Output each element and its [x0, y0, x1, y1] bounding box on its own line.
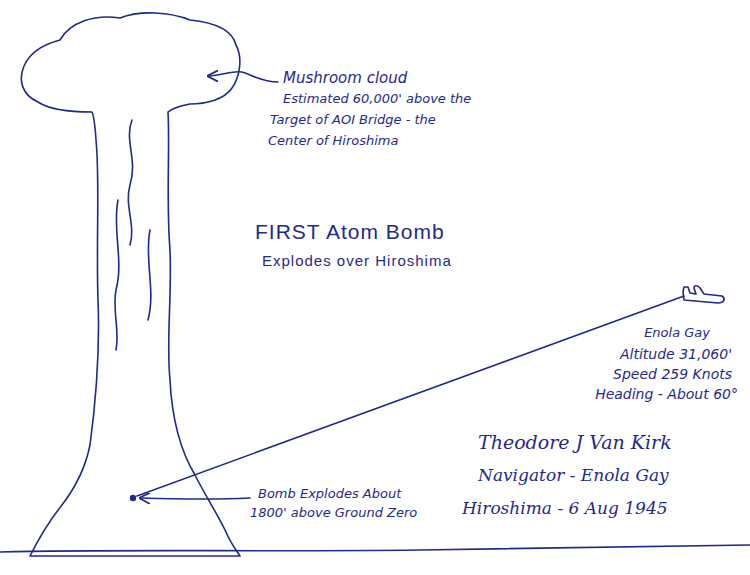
signature: Navigator - Enola Gay: [478, 466, 669, 486]
ground-line: [0, 545, 750, 552]
cloud-leader: [208, 72, 278, 82]
cloud-streak: [148, 230, 151, 320]
aircraft-label: Heading - About 60°: [595, 386, 738, 402]
callout-label: Target of AOI Bridge - the: [270, 113, 436, 128]
callout-label: Bomb Explodes About: [258, 487, 401, 502]
callout-label: Mushroom cloud: [283, 70, 407, 87]
aircraft-label: Speed 259 Knots: [613, 366, 732, 382]
aircraft-label: Enola Gay: [644, 326, 710, 341]
callout-label: Center of Hiroshima: [268, 134, 399, 149]
subtitle: Explodes over Hiroshima: [262, 252, 452, 269]
cloud-streak: [128, 120, 132, 245]
callout-label: 1800' above Ground Zero: [250, 506, 417, 521]
signature: Theodore J Van Kirk: [478, 432, 672, 454]
enola-gay-plane: [683, 286, 724, 303]
sketch-title: FIRST Atom Bomb: [255, 220, 445, 244]
bomb-burst-point: [130, 495, 136, 501]
signature: Hiroshima - 6 Aug 1945: [462, 499, 668, 519]
aircraft-label: Altitude 31,060': [620, 346, 732, 362]
mushroom-cloud: [21, 13, 240, 556]
bomb-leader: [140, 498, 250, 499]
callout-label: Estimated 60,000' above the: [283, 92, 471, 107]
cloud-streak: [115, 200, 119, 350]
